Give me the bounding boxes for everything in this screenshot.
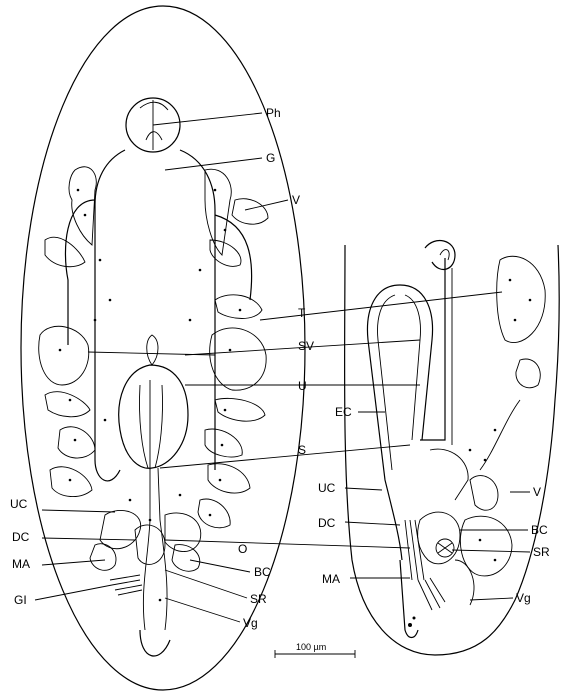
label-o: O xyxy=(238,542,247,556)
label-v: V xyxy=(292,193,300,207)
label-sv: SV xyxy=(298,339,314,353)
label-g: G xyxy=(266,151,275,165)
label-gi: GI xyxy=(14,593,27,607)
uterus xyxy=(118,334,189,470)
scale-bar xyxy=(274,650,356,658)
anterior-curl xyxy=(424,239,456,271)
label-bc-right: BC xyxy=(531,523,548,537)
left-body-outline xyxy=(20,5,306,691)
label-ec: EC xyxy=(335,405,352,419)
label-sr-right: SR xyxy=(533,545,550,559)
right-specimen xyxy=(343,239,560,656)
label-ph: Ph xyxy=(266,106,281,120)
label-dc-right: DC xyxy=(318,516,336,530)
bursa-right xyxy=(417,511,475,606)
label-vg-left: Vg xyxy=(243,616,258,630)
right-lobes xyxy=(197,168,269,529)
vas-deferens xyxy=(420,258,446,441)
copulatory-organ xyxy=(139,467,171,657)
labels-right: EC UC DC MA V BC SR Vg xyxy=(318,405,550,605)
scale-bar-label: 100 µm xyxy=(296,642,326,652)
label-uc-right: UC xyxy=(318,481,336,495)
label-dc-left: DC xyxy=(12,530,30,544)
label-t: T xyxy=(298,306,306,320)
label-v-right: V xyxy=(533,485,541,499)
bursa-region xyxy=(89,510,202,572)
gut xyxy=(64,149,253,482)
vitellarium-right xyxy=(429,255,546,577)
label-uc-left: UC xyxy=(10,497,28,511)
label-ma-right: MA xyxy=(322,572,340,586)
stipple-right xyxy=(408,278,532,627)
ejaculatory-canal xyxy=(366,284,434,561)
right-body-outline xyxy=(343,244,560,656)
label-sr-left: SR xyxy=(250,592,267,606)
labels-left: Ph G V T SV U S UC DC MA GI O BC SR Vg xyxy=(10,106,314,630)
male-apparatus-right xyxy=(399,519,446,639)
label-u: U xyxy=(298,379,307,393)
stipple xyxy=(58,188,242,602)
label-ma-left: MA xyxy=(12,557,30,571)
label-s: S xyxy=(298,443,306,457)
left-lobes xyxy=(38,166,97,497)
cement-glands xyxy=(109,574,143,596)
label-bc-left: BC xyxy=(254,565,271,579)
leader-lines xyxy=(34,112,531,623)
label-vg-right: Vg xyxy=(516,591,531,605)
